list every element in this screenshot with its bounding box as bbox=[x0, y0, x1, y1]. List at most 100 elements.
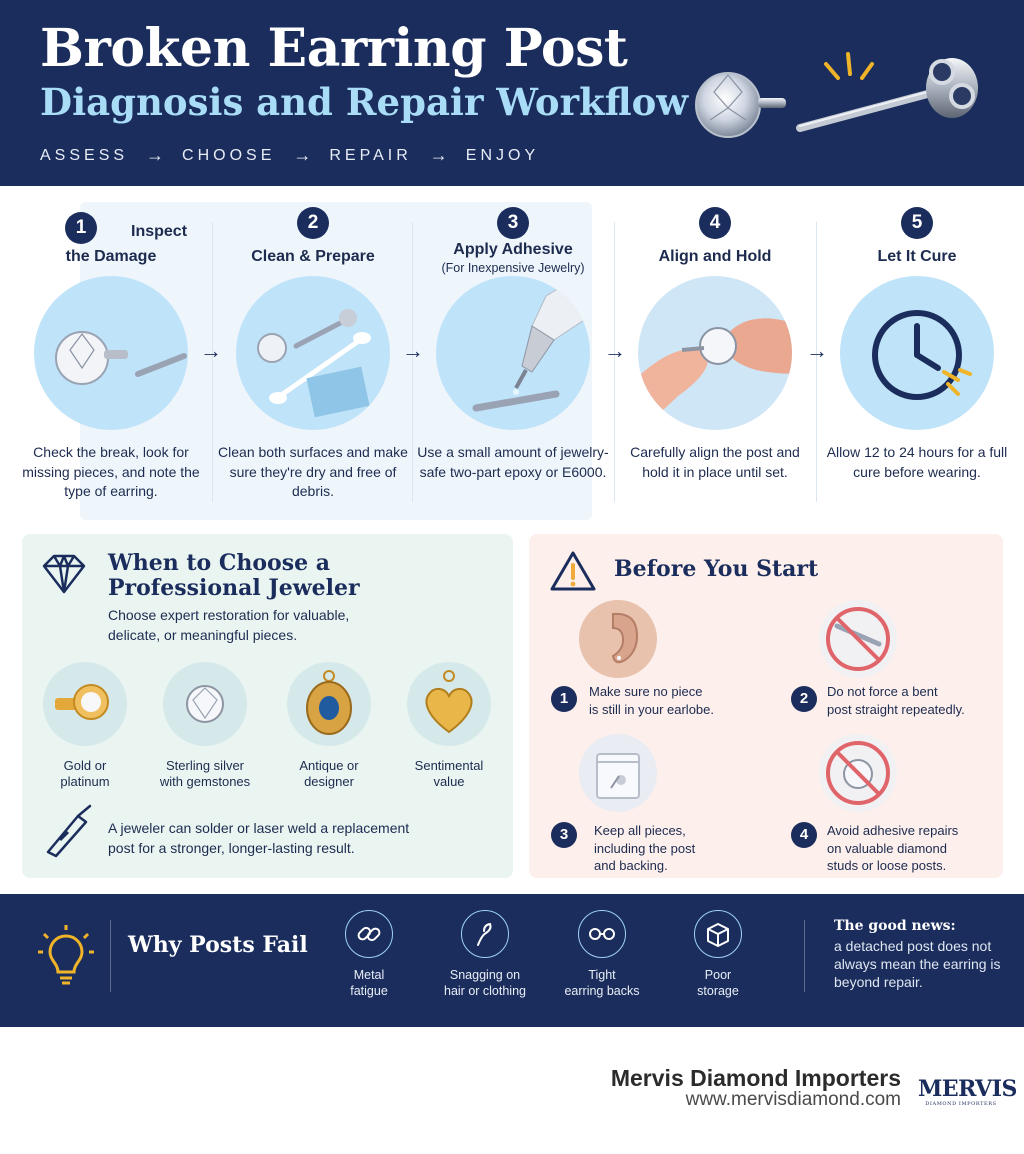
good-news-text: a detached post does not always mean the… bbox=[834, 938, 1001, 990]
step-arrow-icon: → bbox=[200, 338, 222, 363]
step-arrow-icon: → bbox=[402, 338, 424, 363]
step-note: (For Inexpensive Jewelry) bbox=[441, 261, 585, 275]
clock-icon bbox=[840, 276, 994, 430]
broken-earring-photo bbox=[34, 276, 188, 430]
broken-earring-hero-image bbox=[695, 52, 978, 138]
good-news-title: The good news: bbox=[834, 918, 956, 934]
jeweler-note: A jeweler can solder or laser weld a rep… bbox=[108, 820, 410, 856]
silver-stud-icon bbox=[163, 662, 247, 746]
step-divider bbox=[212, 222, 213, 502]
step-title: Apply Adhesive bbox=[453, 241, 573, 258]
step-title: Align and Hold bbox=[658, 248, 772, 265]
brand-name: Mervis Diamond Importers bbox=[610, 1065, 901, 1091]
step-title: Inspect bbox=[131, 223, 188, 240]
step-arrow-icon: → bbox=[806, 338, 828, 363]
step-number-badge: 1 bbox=[65, 212, 97, 244]
warning-icon bbox=[550, 551, 596, 591]
why-title: Why Posts Fail bbox=[128, 932, 308, 958]
earlobe-icon bbox=[579, 600, 657, 678]
step-title: Let It Cure bbox=[877, 248, 957, 265]
cotton-swab-cloth-photo bbox=[236, 276, 390, 430]
brand-url[interactable]: www.mervisdiamond.com bbox=[685, 1089, 901, 1110]
flow-repair: REPAIR bbox=[329, 146, 412, 164]
step-number-badge: 2 bbox=[297, 207, 329, 239]
band-divider bbox=[804, 920, 805, 992]
step-divider bbox=[412, 222, 413, 502]
tip-number: 2 bbox=[791, 686, 817, 712]
step-clean: 2 Clean & Prepare Clean both surfaces an… bbox=[213, 205, 413, 515]
gold-earring-icon bbox=[43, 662, 127, 746]
diamond-icon bbox=[42, 554, 86, 594]
no-diamond-stud-icon bbox=[819, 734, 897, 812]
fingers-holding-earring-photo bbox=[638, 276, 792, 430]
step-description: Check the break, look for missing pieces… bbox=[22, 444, 200, 499]
tip-number: 1 bbox=[551, 686, 577, 712]
panel-title-line2: Professional Jeweler bbox=[108, 575, 360, 601]
hair-strand-icon bbox=[461, 910, 509, 958]
chain-link-icon bbox=[345, 910, 393, 958]
flow-enjoy: ENJOY bbox=[465, 146, 540, 164]
flow-assess: ASSESS bbox=[40, 146, 129, 164]
step-divider bbox=[816, 222, 817, 502]
panel-title: When to Choose a bbox=[108, 550, 330, 576]
workflow-strip: ASSESS → CHOOSE → REPAIR → ENJOY bbox=[40, 145, 539, 166]
step-number-badge: 3 bbox=[497, 207, 529, 239]
band-divider bbox=[110, 920, 111, 992]
step-title-line2: the Damage bbox=[65, 248, 157, 265]
step-number-badge: 4 bbox=[699, 207, 731, 239]
step-description: Carefully align the post and hold it in … bbox=[630, 444, 800, 480]
step-number-badge: 5 bbox=[901, 207, 933, 239]
tip-number: 3 bbox=[551, 822, 577, 848]
antique-pendant-icon bbox=[287, 662, 371, 746]
step-description: Allow 12 to 24 hours for a full cure bef… bbox=[826, 444, 1008, 480]
header-banner: Broken Earring Post Diagnosis and Repair… bbox=[0, 0, 1024, 186]
panel-title: Before You Start bbox=[614, 556, 819, 582]
step-let-it-cure: 5 Let It Cure Allow 12 to 24 hours for a… bbox=[817, 205, 1017, 515]
flow-choose: CHOOSE bbox=[182, 146, 276, 164]
glue-tube-photo bbox=[436, 276, 590, 430]
soldering-pen-icon bbox=[46, 804, 92, 858]
tip-number: 4 bbox=[791, 822, 817, 848]
page-subtitle: Diagnosis and Repair Workflow bbox=[40, 80, 689, 124]
step-inspect: 1 Inspect the Damage Check the break, lo… bbox=[11, 205, 211, 515]
flow-arrow-icon: → bbox=[146, 145, 165, 165]
step-apply-adhesive: 3 Apply Adhesive (For Inexpensive Jewelr… bbox=[413, 205, 613, 515]
step-divider bbox=[614, 222, 615, 502]
earring-back-icon bbox=[578, 910, 626, 958]
lightbulb-icon bbox=[38, 925, 94, 985]
step-description: Use a small amount of jewelry-safe two-p… bbox=[417, 444, 609, 480]
flow-arrow-icon: → bbox=[429, 145, 448, 165]
flow-arrow-icon: → bbox=[293, 145, 312, 165]
step-arrow-icon: → bbox=[604, 338, 626, 363]
professional-jeweler-panel: When to Choose a Professional Jeweler Ch… bbox=[22, 534, 513, 878]
page-title: Broken Earring Post bbox=[40, 18, 628, 79]
step-align-hold: 4 Align and Hold Carefully align the pos… bbox=[615, 205, 815, 515]
heart-pendant-icon bbox=[407, 662, 491, 746]
mervis-logo: MERVIS DIAMOND IMPORTERS bbox=[918, 1076, 1017, 1107]
no-bent-post-icon bbox=[819, 600, 897, 678]
panel-intro: Choose expert restoration for valuable, … bbox=[108, 607, 350, 643]
zip-bag-icon bbox=[579, 734, 657, 812]
